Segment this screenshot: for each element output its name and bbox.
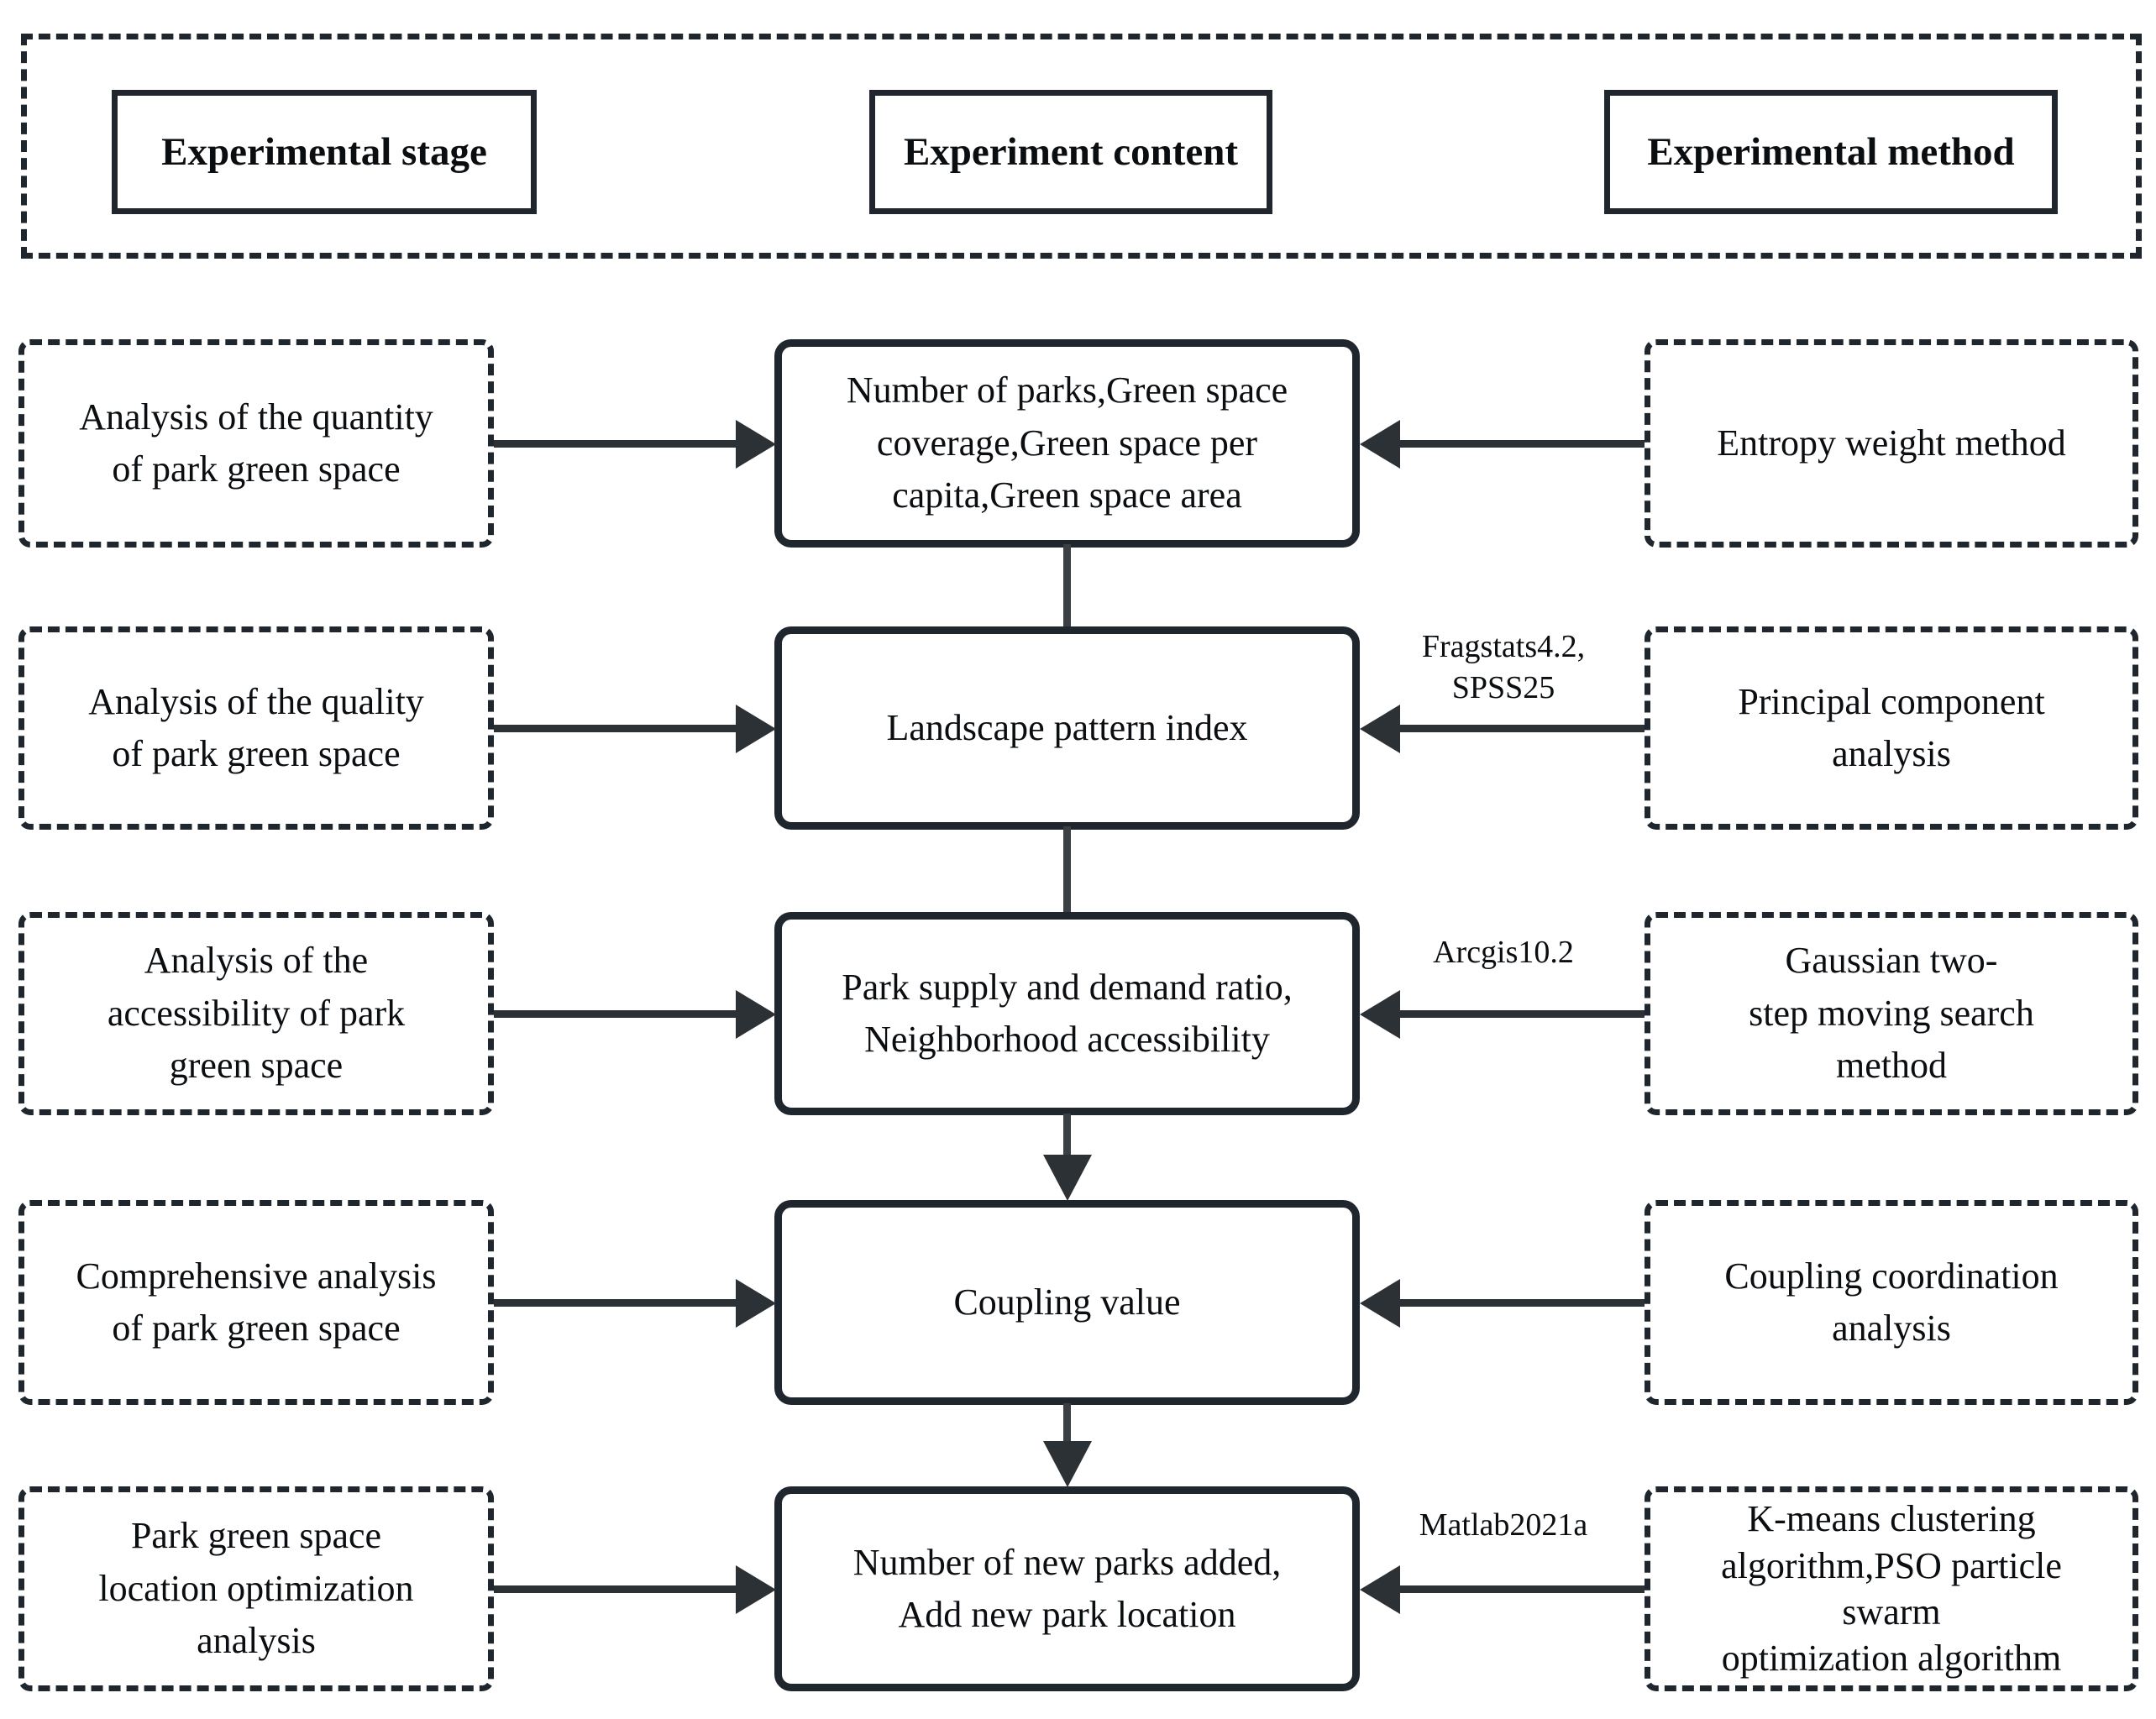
arrow-method-to-content-2 xyxy=(1397,725,1645,732)
method-box-pca: Principal component analysis xyxy=(1645,626,2138,830)
header-experimental-stage-label: Experimental stage xyxy=(161,130,487,174)
stage-box-quality: Analysis of the quality of park green sp… xyxy=(18,626,494,830)
stage-box-comprehensive: Comprehensive analysis of park green spa… xyxy=(18,1200,494,1405)
header-experiment-content-label: Experiment content xyxy=(903,130,1239,174)
arrowhead-right-1 xyxy=(736,420,776,469)
arrowhead-right-5 xyxy=(736,1565,776,1614)
stage-box-location-optimization-text: Park green space location optimization a… xyxy=(98,1515,414,1662)
arrowhead-right-3 xyxy=(736,990,776,1039)
arrowhead-left-4 xyxy=(1360,1279,1400,1328)
tool-label-matlab: Matlab2021a xyxy=(1419,1507,1588,1543)
arrowhead-left-5 xyxy=(1360,1565,1400,1614)
content-box-landscape-index: Landscape pattern index xyxy=(774,626,1360,830)
stage-box-quantity-text: Analysis of the quantity of park green s… xyxy=(79,396,433,490)
tool-label-fragstats-spss: Fragstats4.2, SPSS25 xyxy=(1421,629,1586,706)
connector-content-3-4 xyxy=(1063,1114,1071,1161)
header-experiment-content: Experiment content xyxy=(869,90,1272,214)
tool-label-arcgis: Arcgis10.2 xyxy=(1433,935,1574,970)
method-box-coupling-coordination: Coupling coordination analysis xyxy=(1645,1200,2138,1405)
arrowhead-left-1 xyxy=(1360,420,1400,469)
arrow-method-to-content-3 xyxy=(1397,1010,1645,1018)
method-box-entropy: Entropy weight method xyxy=(1645,339,2138,548)
content-box-supply-demand-text: Park supply and demand ratio, Neighborho… xyxy=(842,966,1293,1060)
method-box-kmeans-pso: K-means clustering algorithm,PSO particl… xyxy=(1645,1486,2138,1691)
content-box-coupling-value: Coupling value xyxy=(774,1200,1360,1405)
header-experimental-method-label: Experimental method xyxy=(1647,130,2015,174)
header-experimental-stage: Experimental stage xyxy=(112,90,537,214)
arrow-stage-to-content-4 xyxy=(494,1299,741,1307)
connector-content-1-2 xyxy=(1063,544,1071,630)
stage-box-location-optimization: Park green space location optimization a… xyxy=(18,1486,494,1691)
arrow-stage-to-content-2 xyxy=(494,725,741,732)
arrowhead-right-2 xyxy=(736,705,776,753)
arrowhead-down-4 xyxy=(1043,1155,1092,1201)
content-box-new-parks-text: Number of new parks added, Add new park … xyxy=(852,1541,1282,1635)
arrowhead-down-5 xyxy=(1043,1441,1092,1487)
content-box-quantity-indicators-text: Number of parks,Green space coverage,Gre… xyxy=(846,369,1288,516)
connector-content-2-3 xyxy=(1063,826,1071,915)
stage-box-quality-text: Analysis of the quality of park green sp… xyxy=(88,680,424,774)
method-box-coupling-coordination-text: Coupling coordination analysis xyxy=(1724,1255,2059,1349)
method-box-pca-text: Principal component analysis xyxy=(1738,680,2045,774)
arrow-method-to-content-4 xyxy=(1397,1299,1645,1307)
method-box-kmeans-pso-text: K-means clustering algorithm,PSO particl… xyxy=(1721,1498,2062,1680)
stage-box-accessibility: Analysis of the accessibility of park gr… xyxy=(18,912,494,1115)
method-box-gaussian-2sfca-text: Gaussian two- step moving search method xyxy=(1749,940,2034,1087)
stage-box-quantity: Analysis of the quantity of park green s… xyxy=(18,339,494,548)
arrowhead-left-3 xyxy=(1360,990,1400,1039)
arrow-stage-to-content-1 xyxy=(494,440,741,448)
arrow-method-to-content-5 xyxy=(1397,1585,1645,1593)
content-box-quantity-indicators: Number of parks,Green space coverage,Gre… xyxy=(774,339,1360,548)
content-box-landscape-index-text: Landscape pattern index xyxy=(886,706,1248,748)
arrow-method-to-content-1 xyxy=(1397,440,1645,448)
method-box-gaussian-2sfca: Gaussian two- step moving search method xyxy=(1645,912,2138,1115)
content-box-coupling-value-text: Coupling value xyxy=(953,1281,1181,1323)
content-box-new-parks: Number of new parks added, Add new park … xyxy=(774,1486,1360,1691)
stage-box-accessibility-text: Analysis of the accessibility of park gr… xyxy=(107,940,406,1087)
arrow-stage-to-content-3 xyxy=(494,1010,741,1018)
connector-content-4-5 xyxy=(1063,1403,1071,1447)
header-experimental-method: Experimental method xyxy=(1604,90,2058,214)
content-box-supply-demand: Park supply and demand ratio, Neighborho… xyxy=(774,912,1360,1115)
arrow-stage-to-content-5 xyxy=(494,1585,741,1593)
stage-box-comprehensive-text: Comprehensive analysis of park green spa… xyxy=(76,1255,437,1349)
arrowhead-left-2 xyxy=(1360,705,1400,753)
arrowhead-right-4 xyxy=(736,1279,776,1328)
method-box-entropy-text: Entropy weight method xyxy=(1717,422,2066,464)
